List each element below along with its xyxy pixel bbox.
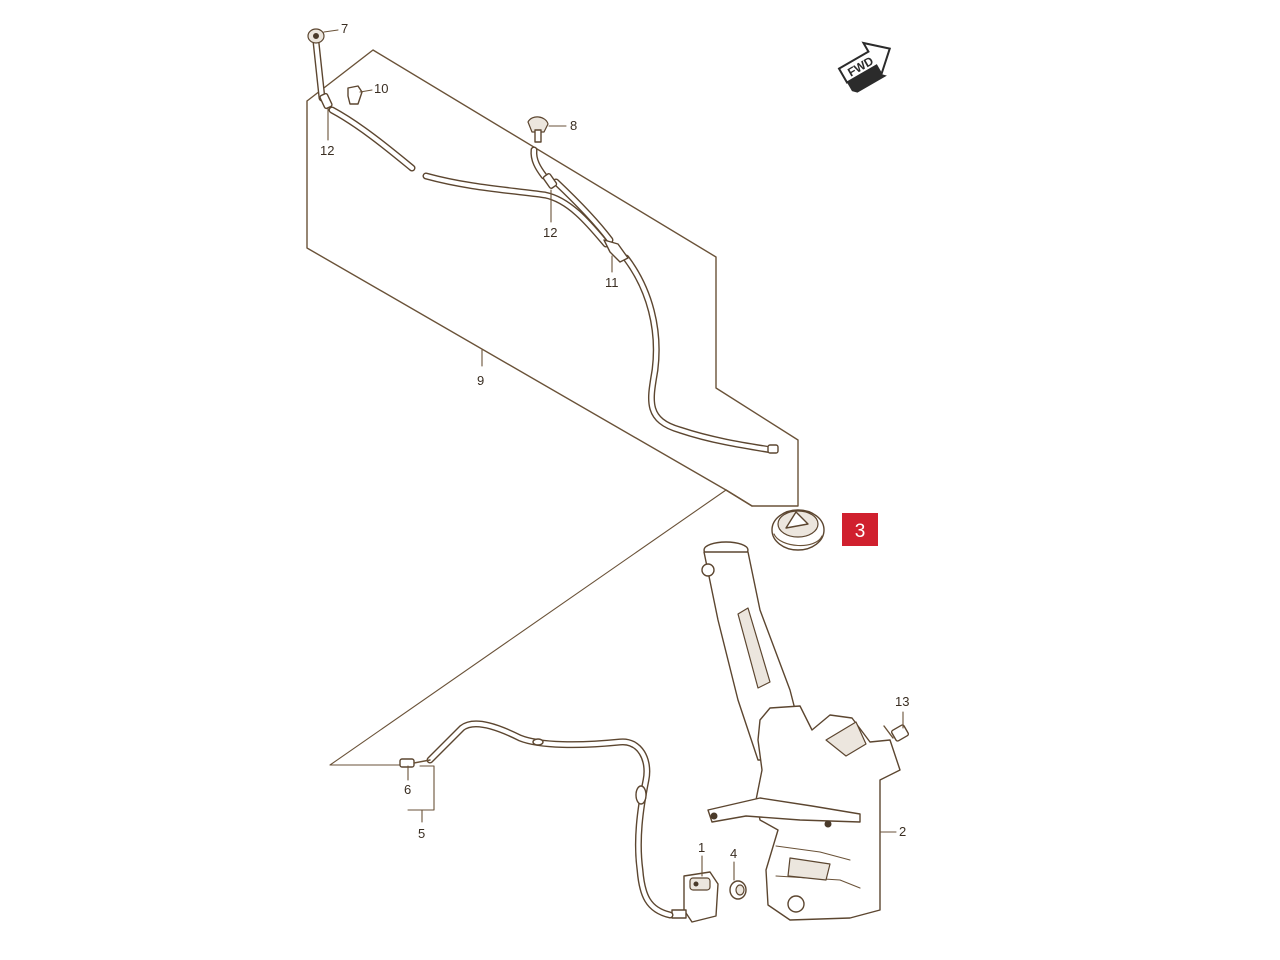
connector-10 bbox=[347, 85, 363, 105]
joint-11 bbox=[603, 239, 629, 263]
callout-11: 11 bbox=[605, 275, 619, 290]
callout-6: 6 bbox=[404, 782, 411, 797]
callouts-lower: 6 5 1 4 2 13 bbox=[404, 694, 909, 881]
grommet-4 bbox=[729, 880, 747, 900]
callout-13: 13 bbox=[895, 694, 909, 709]
callout-12-left: 12 bbox=[320, 143, 334, 158]
reservoir-cap-3 bbox=[771, 509, 825, 551]
hose-group-outline bbox=[306, 49, 799, 766]
washer-reservoir-2 bbox=[701, 541, 901, 921]
nozzle-8 bbox=[527, 116, 549, 143]
callout-2: 2 bbox=[899, 824, 906, 839]
callout-1: 1 bbox=[698, 840, 705, 855]
callout-8: 8 bbox=[570, 118, 577, 133]
highlight-badge-label: 3 bbox=[855, 521, 866, 542]
upper-hose-9 bbox=[312, 38, 776, 454]
callouts-upper: 7 10 8 12 12 11 9 bbox=[320, 21, 619, 388]
bolt-13 bbox=[883, 724, 910, 742]
forward-arrow-icon: FWD bbox=[837, 41, 892, 93]
washer-pump-1 bbox=[671, 871, 719, 923]
callout-12-middle: 12 bbox=[543, 225, 557, 240]
connector-12-middle bbox=[542, 173, 558, 189]
lower-hose-5 bbox=[426, 720, 674, 919]
connector-12-left bbox=[319, 92, 333, 110]
callout-5: 5 bbox=[418, 826, 425, 841]
hose-end bbox=[767, 444, 779, 454]
nozzle-7 bbox=[307, 28, 325, 44]
highlight-badge-3: 3 bbox=[842, 513, 878, 546]
check-valve-6 bbox=[399, 758, 431, 768]
callout-10: 10 bbox=[374, 81, 388, 96]
callout-9: 9 bbox=[477, 373, 484, 388]
fwd-direction-badge: FWD bbox=[837, 41, 892, 93]
callout-4: 4 bbox=[730, 846, 737, 861]
callout-7: 7 bbox=[341, 21, 348, 36]
